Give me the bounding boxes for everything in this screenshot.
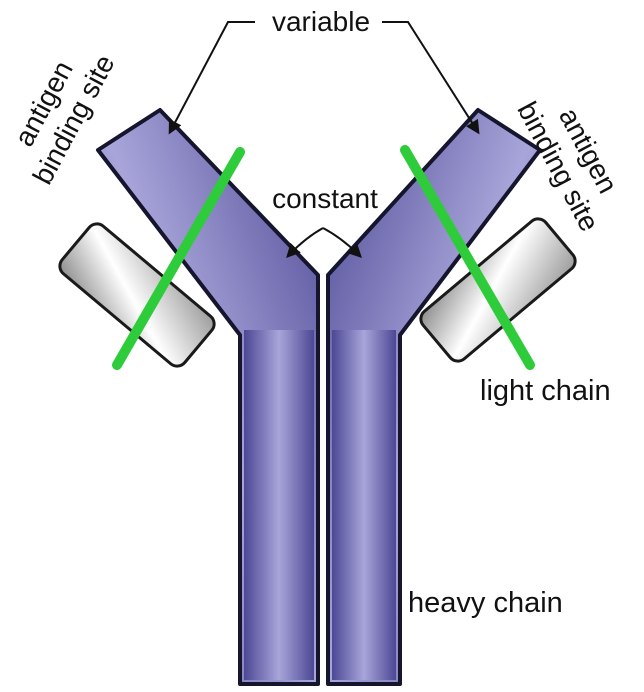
light-chain-label: light chain — [480, 375, 611, 407]
heavy-chain-label: heavy chain — [408, 587, 563, 619]
variable-arrows — [170, 22, 478, 132]
constant-label: constant — [272, 183, 378, 214]
variable-label: variable — [272, 6, 370, 37]
